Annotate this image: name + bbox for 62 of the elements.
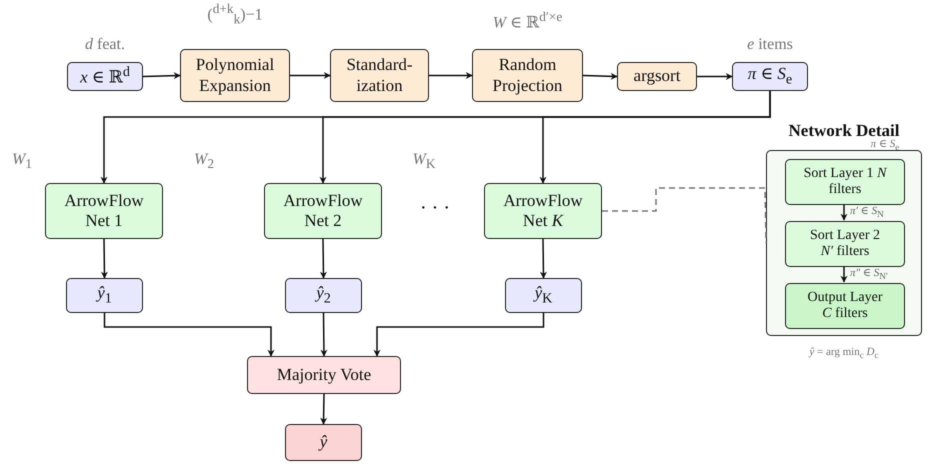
node-label: π ∈ S$_{e}$	[748, 64, 792, 89]
process-box	[472, 49, 583, 102]
arrow	[374, 313, 544, 357]
arrow	[320, 394, 328, 425]
arrow	[320, 313, 328, 357]
vote-box	[247, 356, 401, 394]
node-label: Random Projection	[492, 55, 564, 96]
ellipsis: · · ·	[420, 197, 450, 220]
arrow	[840, 266, 848, 283]
arrow	[697, 73, 733, 80]
annotation: W$_{1}$	[11, 151, 33, 172]
annotation: ŷ = arg min$_{c}$ D$_{c}$	[808, 346, 880, 360]
process-box	[785, 159, 905, 205]
node-label: ŷ$_{1}$	[97, 283, 112, 308]
node-label: ArrowFlow Net 1	[63, 190, 145, 232]
node-label: Majority Vote	[276, 364, 372, 386]
prediction-box	[505, 278, 582, 313]
annotation: π ∈ S$_{e}$	[870, 138, 900, 154]
process-box	[785, 283, 905, 329]
arrow	[840, 204, 848, 221]
network-box	[264, 183, 382, 239]
output-box	[732, 62, 808, 91]
arrow	[320, 238, 327, 279]
node-label: argsort	[634, 66, 680, 87]
panel-heading: Network Detail	[788, 121, 900, 140]
network-box	[45, 183, 163, 239]
node-label: ŷ$_{K}$	[534, 283, 552, 308]
arrow	[104, 313, 274, 357]
node-label: ŷ$_{2}$	[316, 283, 331, 308]
annotation: W ∈ ℝ$^{d′×e}$	[492, 9, 564, 32]
node-label: Sort Layer 1 N filters	[803, 166, 887, 198]
node-label: Standard- ization	[345, 55, 414, 96]
edge-label: π′ ∈ S$_{N}$	[849, 206, 885, 220]
node-label: ArrowFlow Net 2	[282, 190, 364, 232]
process-box	[785, 221, 905, 267]
node-label: ArrowFlow Net K	[502, 190, 584, 232]
input-box	[67, 62, 143, 91]
arrow	[540, 91, 771, 184]
process-box	[180, 49, 290, 102]
arrow	[582, 72, 618, 80]
annotation: d feat.	[84, 36, 126, 54]
prediction-box	[66, 278, 143, 313]
network-box	[484, 183, 602, 239]
annotation: e items	[746, 36, 794, 54]
process-box	[330, 49, 429, 102]
prediction-box	[285, 424, 362, 461]
prediction-box	[285, 278, 362, 313]
arrow	[100, 238, 108, 279]
arrow	[540, 238, 547, 279]
annotation: W$_{2}$	[193, 151, 215, 172]
node-label: Polynomial Expansion	[194, 55, 276, 96]
node-label: x ∈ ℝ$^{d}$	[80, 64, 130, 89]
node-label: Sort Layer 2 N′ filters	[809, 228, 881, 260]
arrow	[429, 72, 473, 79]
annotation: ($^{d+k}$$_{k}$)−1	[206, 1, 264, 28]
arrow	[290, 72, 331, 79]
arrow	[142, 72, 181, 80]
node-label: ŷ	[320, 432, 328, 453]
process-box	[617, 62, 697, 91]
annotation: W$_{K}$	[412, 151, 436, 172]
edge-label: π″ ∈ S$_{N′}$	[849, 268, 889, 282]
node-label: Output Layer C filters	[806, 290, 884, 322]
